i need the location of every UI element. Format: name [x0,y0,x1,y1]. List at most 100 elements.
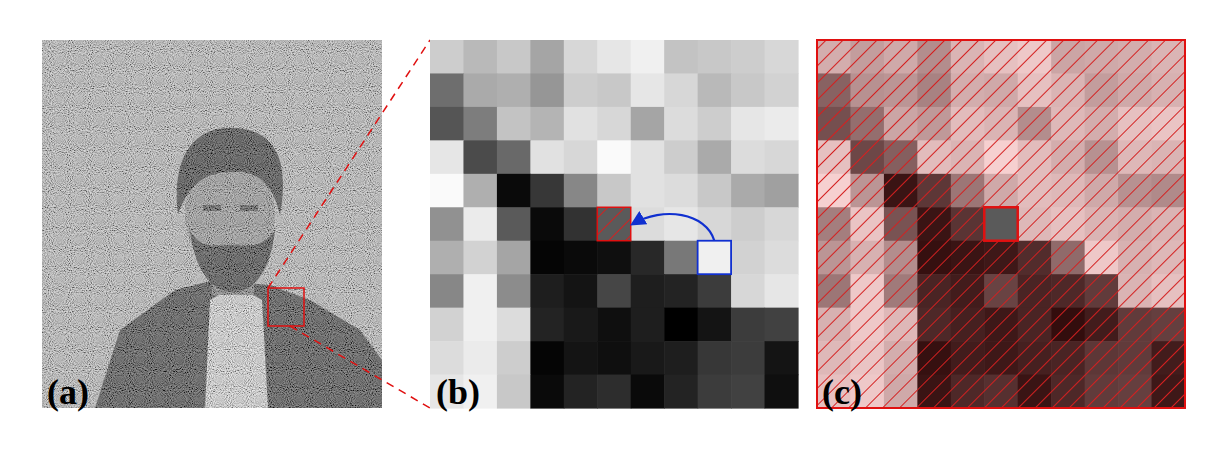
pixel-cell [530,140,564,174]
pixel-cell [664,308,698,342]
pixel-cell [631,341,665,375]
pixel-cell [597,207,631,241]
pixel-cell [765,241,799,275]
pixel-cell [698,308,732,342]
pixel-cell [731,274,765,308]
pixel-cell [698,73,732,107]
target-pixel [597,207,630,240]
pixel-cell [497,241,531,275]
pixel-cell [430,174,464,208]
pixel-cell [765,73,799,107]
pixel-cell [430,274,464,308]
pixel-cell [731,308,765,342]
pixel-cell [765,107,799,141]
pixel-cell [698,174,732,208]
pixel-cell [463,207,497,241]
pixel-cell [664,274,698,308]
pixel-cell [631,207,665,241]
pixel-cell [731,107,765,141]
pixel-cell [564,174,598,208]
pixel-cell [463,274,497,308]
pixel-cell [430,308,464,342]
pixel-cell [664,73,698,107]
pixel-cell [765,207,799,241]
pixel-cell [430,40,464,74]
pixel-cell [430,341,464,375]
pixel-cell [664,40,698,74]
panel-border [817,40,1185,408]
pixel-cell [564,73,598,107]
pixel-cell [597,341,631,375]
zoom-line [290,326,430,408]
pixel-cell [597,174,631,208]
pixel-cell [597,73,631,107]
pixel-cell [497,174,531,208]
pixel-cell [430,241,464,275]
hatching [817,40,1185,408]
pixel-cell [765,174,799,208]
pixel-cell [497,274,531,308]
zoom-line [268,40,430,288]
noisy-photo [42,40,382,408]
pixel-cell [497,375,531,409]
pixel-cell [731,174,765,208]
pixel-cell [597,375,631,409]
pixel-cell [530,308,564,342]
pixel-cell [564,375,598,409]
pixel-cell [530,174,564,208]
move-arrow [633,214,715,241]
pixel-cell [698,40,732,74]
target-pixel-outline [984,207,1017,240]
pixel-cell [698,274,732,308]
pixel-cell [765,274,799,308]
pixel-cell [463,140,497,174]
pixel-cell [430,107,464,141]
pixel-cell [765,140,799,174]
pixel-cell [631,140,665,174]
pixel-cell [664,140,698,174]
pixel-cell [698,107,732,141]
pixel-cell [765,341,799,375]
pixel-cell [597,274,631,308]
pixel-cell [765,308,799,342]
pixel-cell [765,40,799,74]
pixel-cell [731,140,765,174]
pixel-cell [497,207,531,241]
panel-label: (c) [822,374,862,410]
pixel-cell [631,308,665,342]
pixel-cell [698,140,732,174]
panel-label: (b) [436,374,480,410]
pixel-cell [698,241,732,275]
pixel-cell [664,341,698,375]
panel-label: (a) [47,374,89,410]
pixel-cell [731,207,765,241]
pixel-cell [564,308,598,342]
pixel-cell [597,40,631,74]
pixel-cell [731,375,765,409]
pixel-cell [698,341,732,375]
pixel-cell [497,140,531,174]
pixel-cell [430,207,464,241]
pixel-cell [564,241,598,275]
pixel-grid [430,40,799,409]
pixel-cell [698,375,732,409]
pixel-cell [497,308,531,342]
pixel-cell [631,274,665,308]
pixel-cell [530,73,564,107]
pixel-cell [497,40,531,74]
pixel-cell [530,341,564,375]
pixel-cell [664,174,698,208]
pixel-cell [731,40,765,74]
pixel-cell [463,40,497,74]
pixel-cell [530,375,564,409]
pixel-cell [664,375,698,409]
pixel-cell [597,107,631,141]
pixel-cell [497,341,531,375]
pixel-cell [984,207,1018,241]
red-tint [817,40,1185,408]
pixel-cell [530,241,564,275]
pixel-cell [530,40,564,74]
pixel-cell [564,207,598,241]
pixel-cell [564,341,598,375]
